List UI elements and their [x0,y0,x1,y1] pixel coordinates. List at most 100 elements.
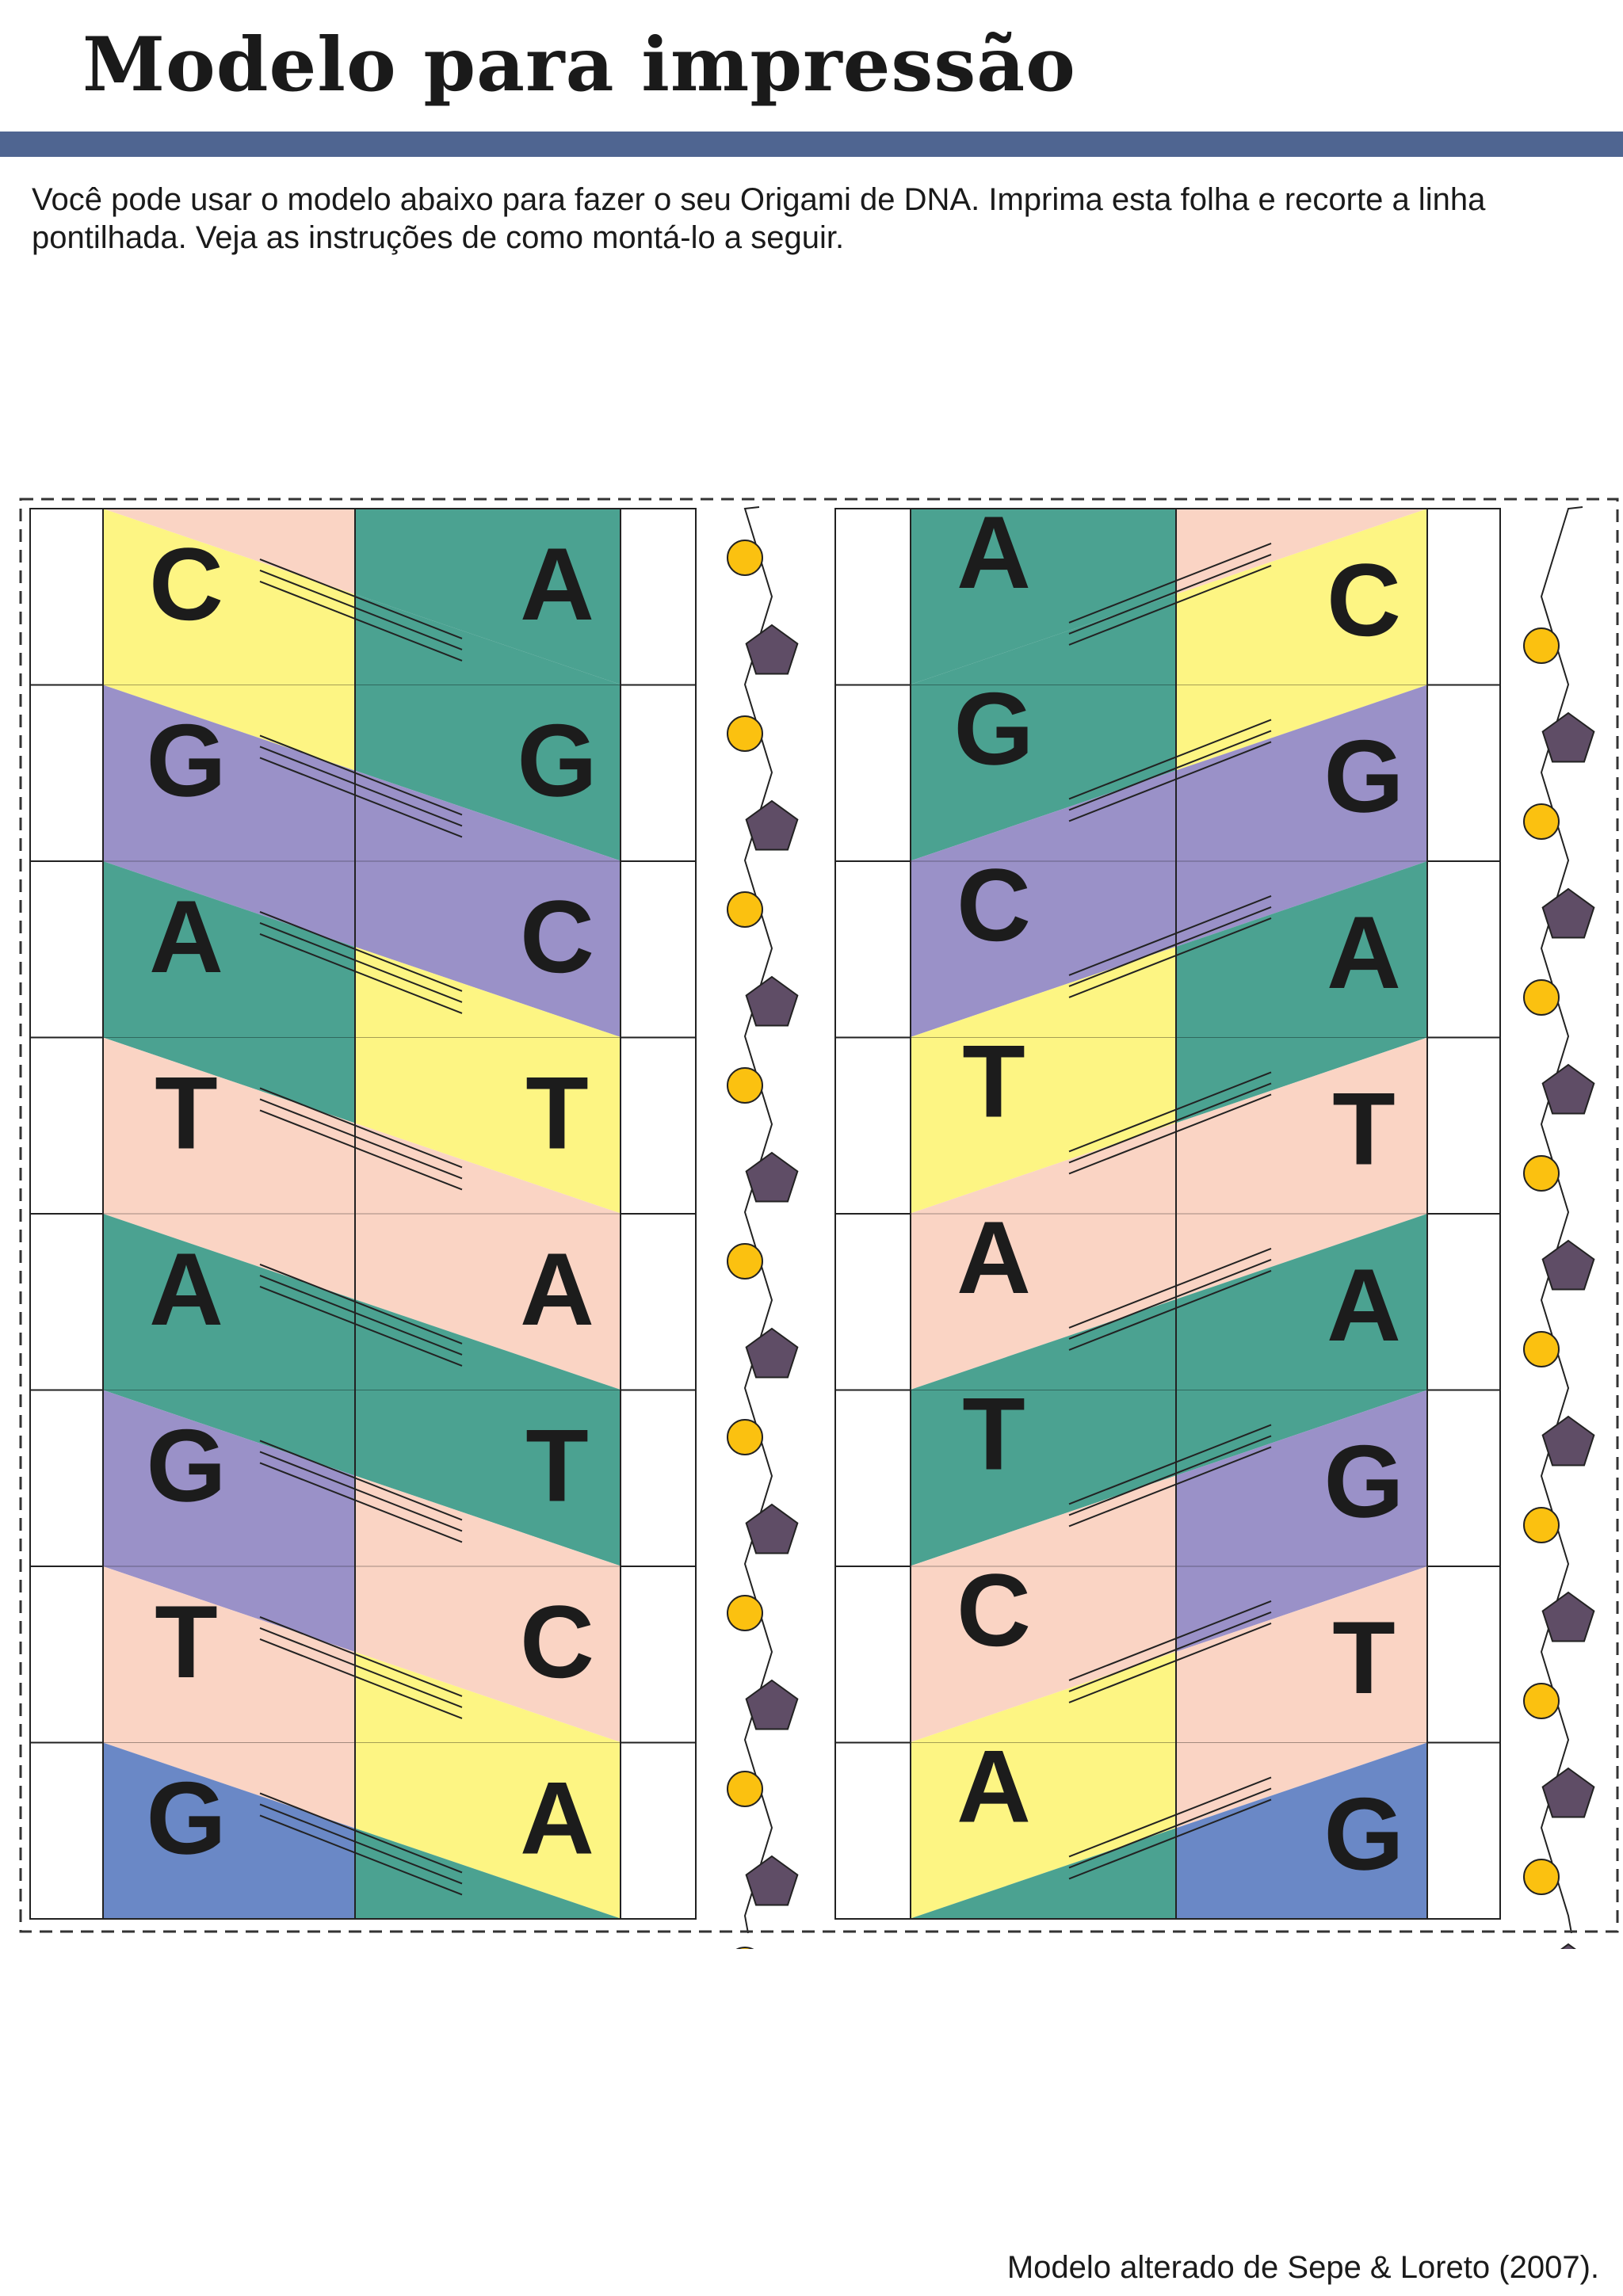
base-letter: T [155,1584,217,1699]
base-letter: T [525,1055,588,1171]
pentagon-sugar-icon [745,799,799,851]
backbone-line [1540,506,1583,1934]
base-block-C [1176,509,1427,771]
hydrogen-bond-line [259,1627,463,1708]
hydrogen-bond-line [1068,543,1272,624]
backbone-2 [1523,506,1595,1949]
circle-phosphate-icon [727,540,763,576]
circle-phosphate-icon [727,1067,763,1104]
backbone-line [743,506,773,1934]
hydrogen-bond-line [1068,1270,1272,1351]
hydrogen-bond-line [1068,1259,1272,1340]
page-title: Modelo para impressão [82,21,1076,109]
hydrogen-bond-line [1068,1082,1272,1164]
base-block-C [911,1651,1176,1919]
hydrogen-bond-line [1068,1248,1272,1329]
pentagon-sugar-icon [745,624,799,675]
pentagon-sugar-icon [745,975,799,1027]
base-block-G [103,1390,355,1653]
base-letter: T [525,1408,588,1524]
base-letter: C [520,1584,594,1699]
hydrogen-bond-line [259,1098,463,1180]
base-block-G [1176,1390,1427,1652]
base-letter: G [146,1408,226,1524]
base-block-T [1176,1037,1427,1299]
hydrogen-bond-line [1068,730,1272,811]
intro-text: Você pode usar o modelo abaixo para faze… [32,181,1601,257]
base-block-G [911,770,1176,1037]
hydrogen-bond-line [1068,895,1272,976]
hydrogen-bond-line [259,1638,463,1719]
hydrogen-bond-line [1068,1600,1272,1681]
hydrogen-bond-line [259,1462,463,1543]
base-block-C [355,1652,621,1919]
circle-phosphate-icon [1523,1507,1560,1543]
hydrogen-bond-line [1068,1776,1272,1858]
hydrogen-bond-line [259,1803,463,1885]
hydrogen-bond-line [1068,565,1272,646]
circle-phosphate-icon [1523,1331,1560,1367]
base-letter: A [520,526,594,642]
circle-phosphate-icon [727,1595,763,1631]
hydrogen-bond-line [1068,1093,1272,1175]
base-letter: A [520,1231,594,1347]
filler-block [355,509,621,685]
intro-line-1: Você pode usar o modelo abaixo para faze… [32,182,1486,217]
hydrogen-bond-line [1068,1424,1272,1505]
hydrogen-bond-line [259,1286,463,1367]
base-block-A [355,594,621,861]
base-letter: G [1323,719,1403,834]
base-letter: T [962,1024,1025,1139]
base-letter: T [1332,1600,1395,1715]
base-letter: G [146,1760,226,1876]
hydrogen-bond-line [259,1814,463,1896]
base-block-T [911,1475,1176,1742]
hydrogen-bond-line [259,1275,463,1356]
circle-phosphate-icon [1523,627,1560,664]
hydrogen-bond-line [259,746,463,827]
hydrogen-bond-line [259,1087,463,1169]
hydrogen-bond-line [259,734,463,816]
pentagon-sugar-icon [1541,1239,1595,1291]
base-block-T [103,1037,355,1300]
circle-phosphate-icon [1523,1683,1560,1719]
panel-mask [832,1920,1503,1949]
hydrogen-bond-line [259,1264,463,1344]
hydrogen-bond-line [1068,554,1272,635]
base-block-G [1176,1742,1427,1949]
pentagon-sugar-icon [1560,1943,1576,1949]
pentagon-sugar-icon [1541,887,1595,939]
base-block-A [1176,1214,1427,1476]
circle-phosphate-icon [1523,1155,1560,1192]
pentagon-sugar-icon [745,1855,799,1906]
base-block-G [103,685,355,948]
hydrogen-bond-line [259,1440,463,1521]
circle-phosphate-icon [1523,1859,1560,1895]
pentagon-sugar-icon [1541,711,1595,763]
hydrogen-bond-line [1068,1435,1272,1516]
base-block-C [355,947,621,1214]
pentagon-sugar-icon [745,1151,799,1203]
hydrogen-bond-line [1068,917,1272,998]
filler-block [911,509,1176,685]
panel-border [834,508,1501,1920]
base-letter: G [1323,1776,1403,1892]
circle-phosphate-icon [727,715,763,752]
circle-phosphate-icon [727,1771,763,1807]
base-block-A [355,1299,621,1566]
circle-phosphate-icon [735,1947,754,1949]
hydrogen-bond-line [259,757,463,838]
base-block-C [103,509,355,771]
base-letter: T [962,1376,1025,1492]
base-letter: C [149,526,223,642]
panel-border [29,508,697,1920]
base-letter: A [1327,1247,1401,1363]
circle-phosphate-icon [1523,803,1560,840]
pentagon-sugar-icon [1541,1415,1595,1466]
hydrogen-bond-line [259,1109,463,1191]
hydrogen-bond-line [1068,1611,1272,1692]
base-block-G [103,1742,355,1949]
pentagon-sugar-icon [1541,1767,1595,1818]
